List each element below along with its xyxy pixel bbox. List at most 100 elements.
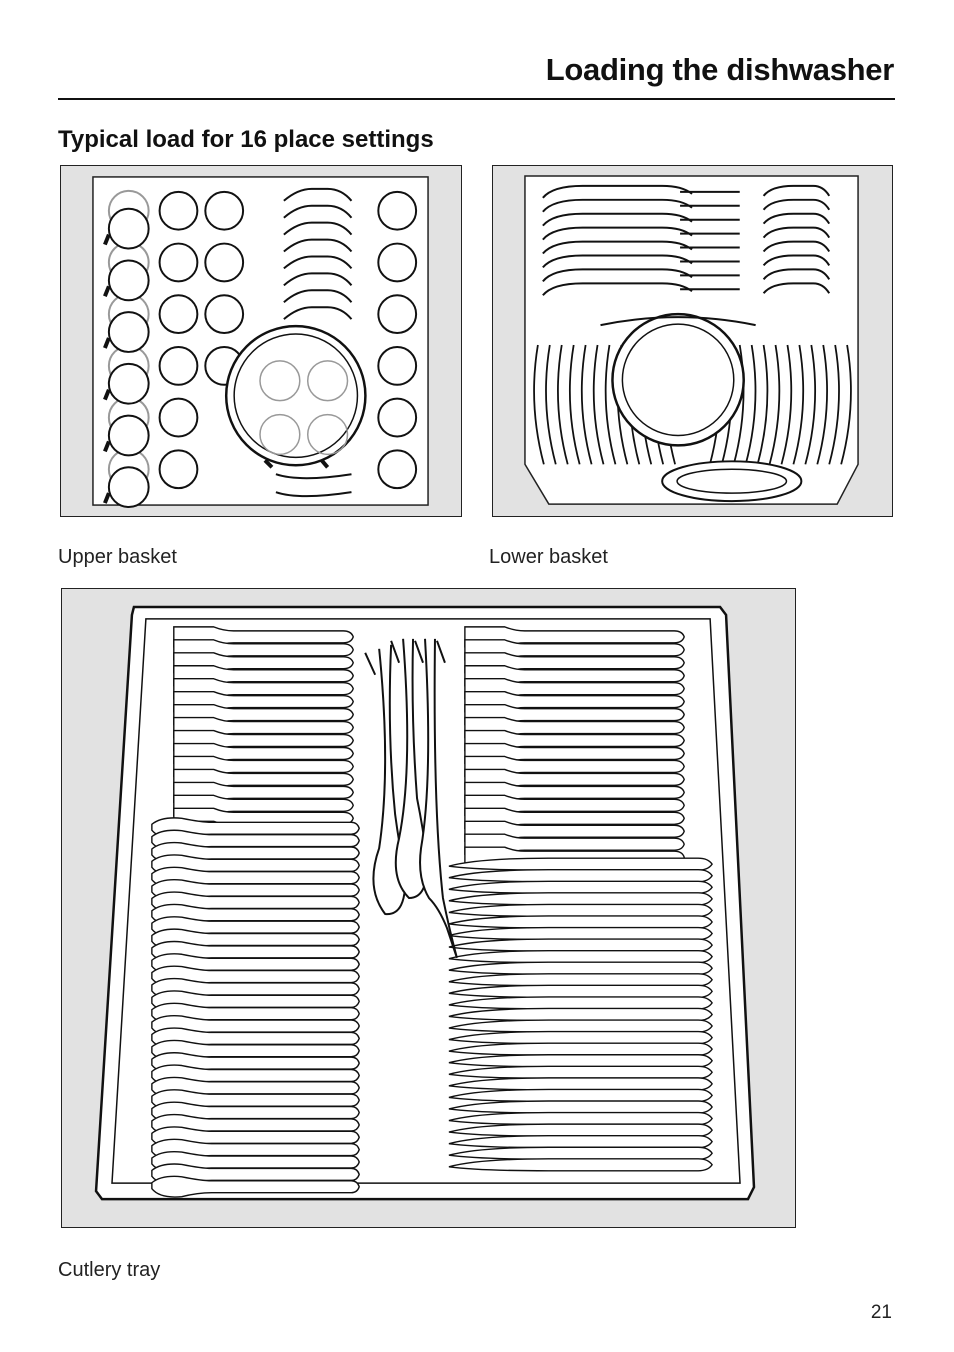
cup <box>204 190 245 231</box>
plate-edge <box>542 226 693 241</box>
knife <box>448 973 713 987</box>
cup <box>158 294 199 335</box>
plate-edge <box>762 254 831 267</box>
rack-tine <box>792 344 805 465</box>
cup <box>158 190 199 231</box>
knife <box>448 915 713 929</box>
cutlery-tray-illustration <box>94 605 756 1201</box>
knife <box>448 903 713 918</box>
glass-stem <box>103 285 111 297</box>
upper-basket-illustration <box>92 176 429 509</box>
page-number: 21 <box>870 1302 892 1323</box>
cup <box>158 242 199 283</box>
knife <box>448 1077 713 1091</box>
cup <box>158 345 199 386</box>
glass-stem <box>103 337 111 349</box>
cup <box>158 397 199 438</box>
knife <box>448 880 713 894</box>
rack-tine <box>604 344 617 465</box>
saucer <box>283 204 353 219</box>
saucer <box>283 289 353 303</box>
lower-basket-caption: Lower basket <box>489 546 608 568</box>
plate-edge <box>542 282 693 296</box>
plate-edge <box>542 184 693 199</box>
plate-edge <box>542 198 693 213</box>
knife <box>448 1007 713 1022</box>
cup <box>377 242 418 283</box>
cup <box>377 449 418 490</box>
knife <box>448 1030 713 1045</box>
cup <box>377 190 418 231</box>
glass-stem <box>103 388 111 401</box>
plate-edge <box>762 282 831 294</box>
knife <box>448 1100 713 1114</box>
knife <box>448 938 713 952</box>
plate-edge <box>542 240 693 255</box>
lower-basket-figure <box>492 165 893 517</box>
knife <box>448 892 713 906</box>
knife <box>448 1123 713 1137</box>
knife <box>448 961 713 975</box>
knife <box>448 996 713 1010</box>
rack-tine <box>756 344 769 465</box>
rack-tine <box>732 344 745 465</box>
rack-tine <box>840 344 852 465</box>
rack-tine <box>533 344 545 465</box>
plate-edge <box>762 198 831 211</box>
cup <box>377 345 418 386</box>
lower-basket-illustration <box>524 175 859 505</box>
cup <box>204 242 245 283</box>
cutlery-tray-caption: Cutlery tray <box>58 1259 161 1281</box>
rack-tine <box>545 344 557 465</box>
title-rule <box>58 98 895 100</box>
plate-edge <box>762 240 831 253</box>
cup <box>204 294 245 335</box>
glass <box>107 259 150 302</box>
spoon <box>151 1175 360 1198</box>
rack-tine <box>744 344 757 465</box>
knife <box>448 1158 713 1172</box>
knife <box>448 1054 713 1068</box>
upper-basket-plate <box>224 324 367 467</box>
glass-stem <box>103 233 111 246</box>
rack-tine <box>568 344 581 465</box>
knife <box>448 857 713 871</box>
knife <box>448 1019 713 1033</box>
plate-edge <box>762 212 831 225</box>
knife <box>448 1134 713 1149</box>
plate-edge <box>762 268 831 281</box>
saucer <box>283 272 353 287</box>
plate-edge <box>542 268 693 283</box>
upper-basket-caption: Upper basket <box>58 546 177 568</box>
glass <box>107 311 150 353</box>
knife <box>448 1088 713 1103</box>
saucer <box>283 238 353 253</box>
rack-tine <box>768 344 781 465</box>
glass-stem <box>103 440 111 453</box>
page-title: Loading the dishwasher <box>545 52 895 87</box>
cup <box>377 294 418 335</box>
cutlery-tray-figure <box>61 588 796 1228</box>
rack-tine <box>816 344 828 465</box>
knife <box>448 926 713 941</box>
plate-edge <box>762 184 831 197</box>
knife <box>448 869 713 883</box>
plate-edge <box>542 212 693 227</box>
rack-tine <box>828 344 840 465</box>
plate-edge <box>542 254 693 269</box>
saucer <box>283 221 353 236</box>
section-heading: Typical load for 16 place settings <box>58 126 434 153</box>
rack-tine <box>804 344 817 465</box>
cup <box>377 397 418 438</box>
rack-tine <box>580 344 593 465</box>
cup <box>158 449 199 490</box>
glass <box>107 466 150 509</box>
knife <box>448 949 713 964</box>
knife <box>448 1065 713 1079</box>
rack-tine <box>557 344 569 465</box>
saucer <box>283 255 353 270</box>
plate-edge <box>762 226 831 239</box>
glass <box>107 414 150 457</box>
glass <box>107 362 150 405</box>
lower-basket-large-plate <box>600 312 756 447</box>
